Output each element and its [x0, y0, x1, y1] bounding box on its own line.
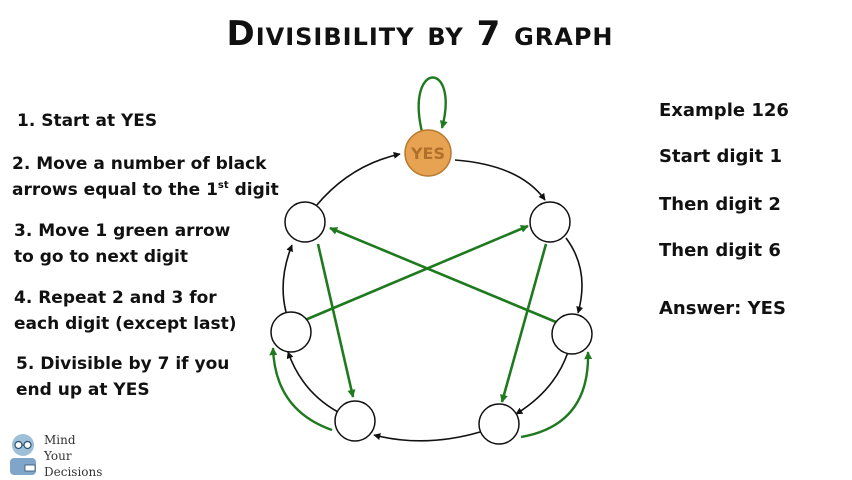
black-arrow-n2-to-n3	[515, 351, 569, 415]
green-arrow-n5-to-n1	[304, 224, 529, 322]
node-remainder-2	[551, 313, 593, 355]
node-remainder-1	[529, 201, 571, 243]
black-arrow-n1-to-n2	[565, 237, 584, 314]
step-2-line-1: 2. Move a number of black	[12, 154, 267, 174]
green-self-loop-yes	[417, 76, 448, 133]
logo-line-2: Your	[44, 449, 72, 463]
black-arrow-n5-to-n6	[282, 244, 293, 313]
example-second-digit: Then digit 2	[659, 194, 781, 215]
step-3-line-2: to go to next digit	[14, 247, 188, 267]
node-yes-label: YES	[410, 144, 445, 163]
step-5-line-2: end up at YES	[16, 380, 150, 400]
green-arrow-n1-to-n3	[500, 243, 548, 403]
step-3-line-1: 3. Move 1 green arrow	[14, 221, 231, 241]
example-answer: Answer: YES	[659, 298, 786, 319]
example-start-digit: Start digit 1	[659, 146, 782, 167]
step-2-line-2-end: digit	[228, 180, 279, 200]
step-4: 4. Repeat 2 and 3 for each digit (except…	[14, 285, 237, 337]
step-3: 3. Move 1 green arrow to go to next digi…	[14, 218, 230, 270]
node-remainder-5	[270, 311, 312, 353]
step-4-line-1: 4. Repeat 2 and 3 for	[14, 288, 217, 308]
node-remainder-4	[334, 400, 376, 442]
node-yes: YES	[404, 129, 452, 177]
step-5-line-1: 5. Divisible by 7 if you	[16, 354, 230, 374]
node-yes-circle	[404, 129, 452, 177]
example-title: Example 126	[659, 100, 789, 121]
logo-line-3: Decisions	[44, 465, 103, 479]
node-remainder-6	[284, 201, 326, 243]
black-arrow-yes-to-n1	[454, 159, 546, 201]
green-arrow-n3-to-n2	[520, 351, 593, 439]
green-arrow-n4-to-n5	[269, 347, 333, 432]
black-arrow-n3-to-n4	[373, 431, 481, 442]
person-with-glasses-icon	[10, 434, 36, 475]
black-arrow-n4-to-n5	[286, 351, 339, 413]
black-arrow-n6-to-yes	[315, 151, 401, 207]
node-remainder-3	[478, 403, 520, 445]
logo-line-1: Mind	[44, 433, 76, 447]
green-arrow-n6-to-n4	[316, 243, 356, 398]
example-third-digit: Then digit 6	[659, 240, 781, 261]
step-4-line-2: each digit (except last)	[14, 314, 237, 334]
step-2-superscript: st	[217, 180, 229, 191]
green-arrow-n2-to-n6	[329, 226, 557, 324]
page-title: Divisibility by 7 graph	[226, 14, 614, 54]
step-2: 2. Move a number of black arrows equal t…	[12, 151, 279, 203]
step-2-line-2: arrows equal to the 1st digit	[12, 177, 279, 203]
logo-text: Mind Your Decisions	[44, 432, 102, 480]
step-2-line-2-start: arrows equal to the 1	[12, 180, 218, 200]
step-5: 5. Divisible by 7 if you end up at YES	[16, 351, 229, 403]
step-1: 1. Start at YES	[17, 111, 158, 131]
